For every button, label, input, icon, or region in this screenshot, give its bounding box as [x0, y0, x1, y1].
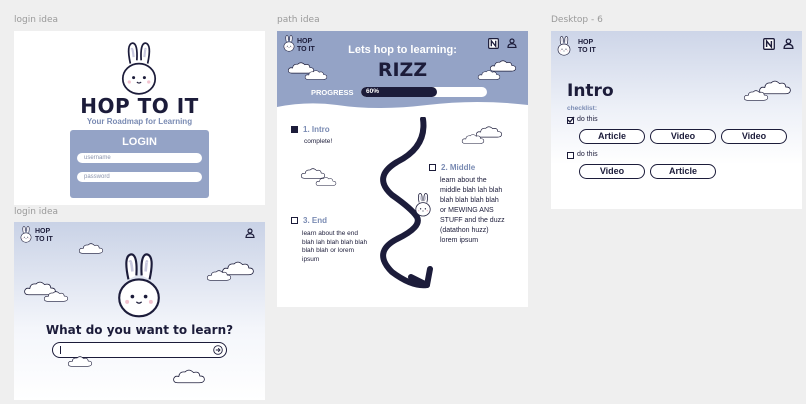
progress-bar: 60%: [361, 87, 487, 97]
username-field[interactable]: username: [77, 153, 202, 163]
step2-title: 2. Middle: [441, 163, 476, 172]
text-cursor: [60, 346, 61, 354]
cloud-icon: [743, 89, 769, 102]
search-input[interactable]: [52, 342, 227, 358]
checkbox-icon-step1[interactable]: [291, 126, 298, 133]
arrow-right-icon[interactable]: [213, 344, 223, 355]
cloud-icon: [78, 242, 104, 255]
step3-body: learn about the end blah lah blah blah b…: [302, 230, 367, 264]
cloud-icon: [315, 176, 337, 187]
step1-body: complete!: [304, 138, 333, 145]
item1-label: do this: [577, 116, 598, 123]
section-heading: Intro: [567, 81, 614, 101]
notion-icon[interactable]: [763, 38, 775, 50]
step2-body: learn about the middle blah lah blah bla…: [440, 176, 505, 246]
step2-line: (datathon huzz): [440, 227, 489, 234]
article-button[interactable]: Article: [650, 164, 716, 179]
item2-label: do this: [577, 151, 598, 158]
bunny-logo-icon: [556, 36, 572, 56]
step3-line: blah blah or lorem: [302, 247, 355, 254]
step2-line: middle blah lah blah: [440, 187, 503, 194]
step2-line: or MEWING ANS: [440, 207, 494, 214]
cloud-icon: [172, 368, 206, 385]
login-panel: LOGIN username password: [70, 130, 209, 198]
article-button[interactable]: Article: [579, 129, 645, 144]
app-subtitle: Your Roadmap for Learning: [86, 117, 193, 126]
logo-line2: TO IT: [297, 46, 315, 53]
checkbox-icon-item2[interactable]: [567, 152, 574, 159]
cloud-icon: [304, 69, 328, 81]
checkbox-icon-step3[interactable]: [291, 217, 298, 224]
step2-line: STUFF and the duzz: [440, 217, 505, 224]
step2-line: learn about the: [440, 177, 487, 184]
logo-line2: TO IT: [578, 47, 596, 54]
user-icon[interactable]: [245, 228, 255, 238]
user-icon[interactable]: [783, 38, 794, 49]
cloud-icon: [43, 290, 69, 303]
step2-line: blah blah blah blah: [440, 197, 499, 204]
frame-label-desktop: Desktop - 6: [551, 15, 603, 25]
logo-line1: HOP: [578, 39, 594, 46]
progress-label: PROGRESS: [311, 88, 354, 97]
step3-line: ipsum: [302, 255, 320, 263]
step1-title: 1. Intro: [303, 125, 330, 134]
step3-line: blah lah blah blah blah: [302, 238, 368, 246]
frame-label-path: path idea: [277, 15, 320, 25]
frame-label-login: login idea: [14, 15, 59, 25]
app-title: HOP TO IT: [80, 94, 199, 118]
checkbox-icon-step2[interactable]: [429, 164, 436, 171]
step3-line: learn about the end: [302, 230, 359, 237]
cloud-icon: [206, 269, 232, 282]
bunny-logo-icon: [19, 226, 33, 243]
checkbox-icon-item1[interactable]: [567, 116, 575, 124]
search-question: What do you want to learn?: [45, 323, 234, 337]
login-frame: HOP TO IT Your Roadmap for Learning LOGI…: [14, 31, 265, 205]
login-heading: LOGIN: [122, 136, 157, 148]
step2-line: lorem ipsum: [440, 237, 479, 244]
password-field[interactable]: password: [77, 172, 202, 182]
logo-line2: TO IT: [35, 236, 53, 243]
video-button[interactable]: Video: [721, 129, 787, 144]
check-mark-icon: [567, 116, 575, 124]
checklist-label: checklist:: [567, 105, 597, 112]
bunny-icon: [117, 42, 161, 96]
cloud-icon: [67, 355, 93, 368]
learning-road: [380, 117, 433, 289]
cloud-icon: [461, 133, 485, 145]
path-heading: Lets hop to learning:: [348, 44, 457, 56]
logo-line1: HOP: [297, 38, 313, 45]
bunny-icon: [112, 253, 166, 319]
frame-label-search: login idea: [14, 207, 59, 217]
step3-title: 3. End: [303, 216, 328, 225]
cloud-icon: [477, 69, 501, 81]
logo-line1: HOP: [35, 228, 51, 235]
video-button[interactable]: Video: [579, 164, 645, 179]
video-button[interactable]: Video: [650, 129, 716, 144]
progress-fill: 60%: [361, 87, 437, 97]
bunny-marker-icon: [413, 193, 433, 217]
path-topic: RIZZ: [377, 59, 428, 81]
